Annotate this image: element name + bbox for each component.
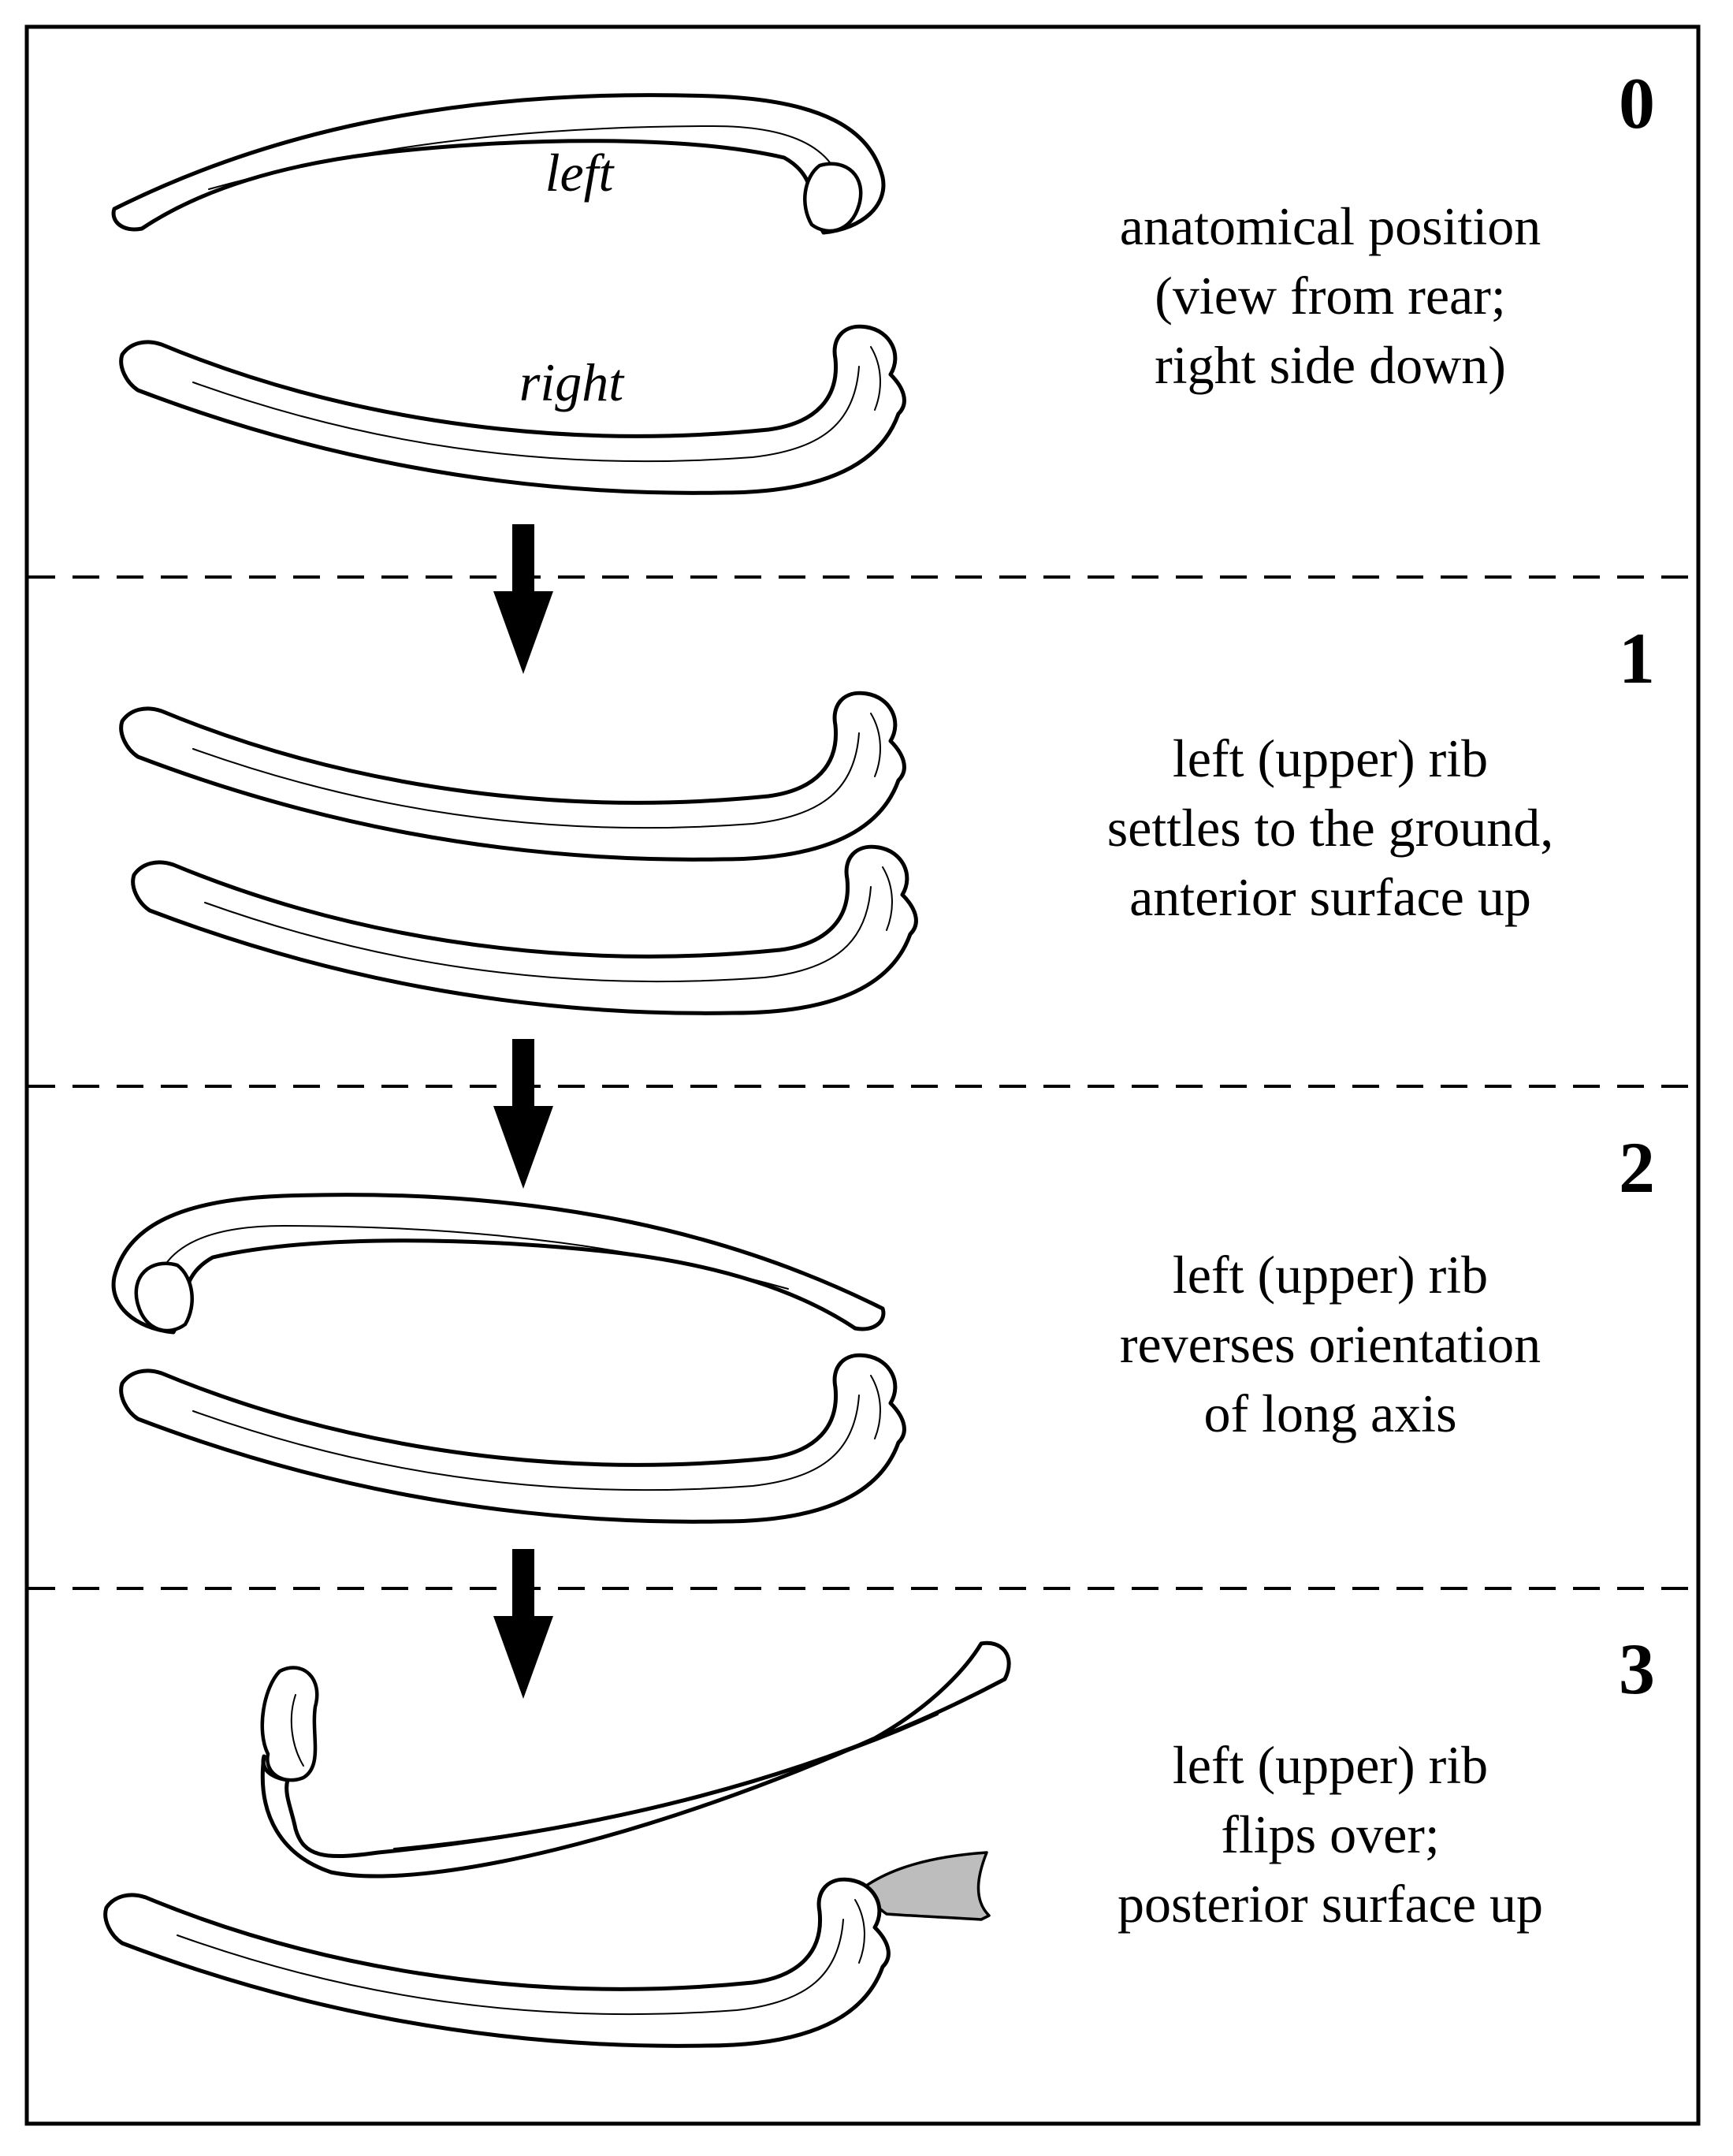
upper-rib-reversed [113,1195,883,1332]
caption-line-3: of long axis [1203,1383,1456,1443]
lower-rib [121,1355,905,1521]
panel-1: 1 left (upper) rib settles to the ground… [121,618,1655,1013]
caption-line-3: anterior surface up [1129,867,1531,927]
panel-number: 3 [1619,1629,1655,1709]
arrow-down-1 [493,524,553,674]
caption-line-3: posterior surface up [1118,1874,1543,1934]
upper-rib-left [113,95,883,233]
label-left: left [545,143,615,203]
caption-line-1: left (upper) rib [1173,1245,1488,1305]
caption-line-3: right side down) [1155,335,1506,395]
lower-rib [106,1879,889,2046]
upper-rib [121,693,905,859]
arrow-down-3 [493,1549,553,1699]
panel-number: 0 [1619,63,1655,143]
upper-rib-flipped [260,1640,1011,1879]
caption-line-1: left (upper) rib [1173,728,1488,788]
panel-0: 0 left right anatomical position (view f… [113,63,1655,493]
caption-line-2: flips over; [1221,1804,1440,1864]
figure-frame [24,24,1701,2126]
caption-line-1: left (upper) rib [1173,1735,1488,1795]
label-right: right [519,352,625,412]
panel-number: 1 [1619,618,1655,698]
lower-rib [133,847,917,1013]
panel-number: 2 [1619,1127,1655,1208]
caption-line-1: anatomical position [1120,196,1541,256]
arrow-down-2 [493,1039,553,1189]
lower-rib-right [121,326,905,493]
caption-line-2: reverses orientation [1120,1314,1541,1374]
grey-fragment [861,1851,991,1921]
panel-3: 3 left (upper) rib flips over; posterior… [106,1629,1655,2046]
caption-line-2: settles to the ground, [1107,798,1554,858]
panel-2: 2 left (upper) rib reverses orientation … [113,1127,1655,1521]
caption-line-2: (view from rear; [1155,266,1506,326]
